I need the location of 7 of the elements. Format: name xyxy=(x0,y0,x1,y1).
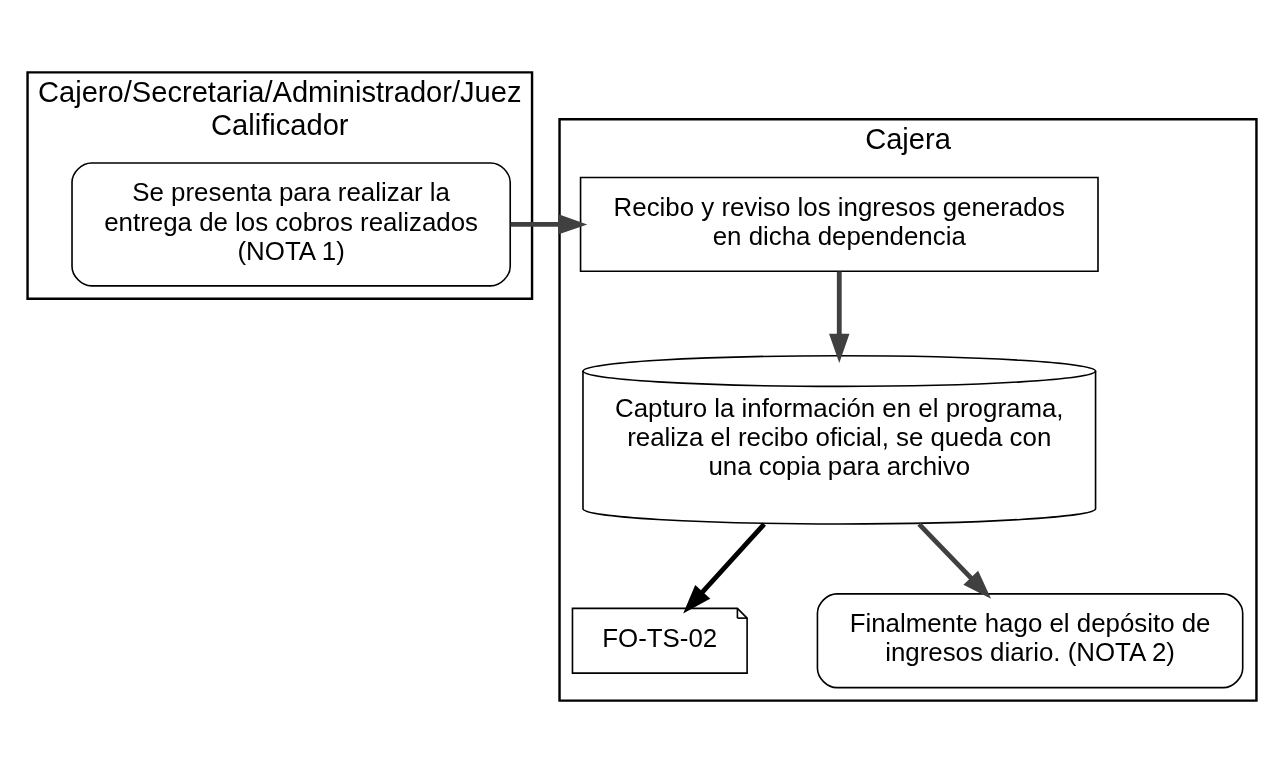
node-box: Finalmente hago el depósito de ingresos diario. (NOTA 2) xyxy=(816,592,1244,688)
arrow xyxy=(917,522,992,599)
arrow xyxy=(510,213,588,235)
arrow xyxy=(829,271,850,363)
node-box: Se presenta para realizar la entrega de los cobros realizados (NOTA 1) xyxy=(71,161,512,287)
arrow xyxy=(683,522,766,613)
node-box: Recibo y reviso los ingresos generados en dicha dependencia xyxy=(579,176,1099,272)
